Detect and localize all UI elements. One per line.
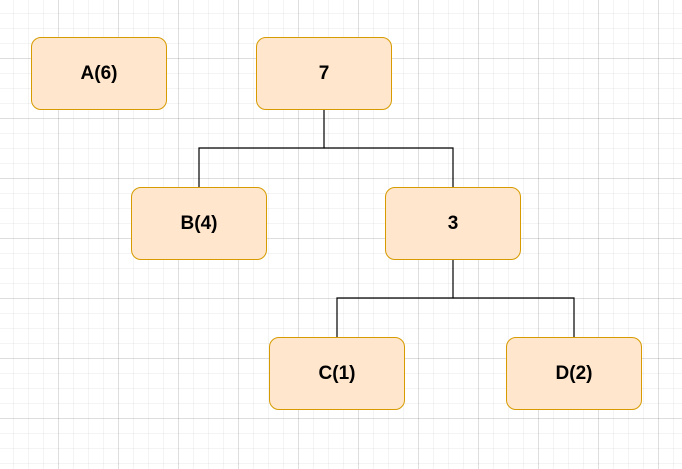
node-d-2[interactable]: D(2) <box>506 337 642 410</box>
node-7[interactable]: 7 <box>256 37 392 110</box>
edge-3-to-c <box>336 260 454 337</box>
node-3[interactable]: 3 <box>385 187 521 260</box>
node-b-4[interactable]: B(4) <box>131 187 267 260</box>
edge-7-to-3 <box>324 147 454 187</box>
node-7-label: 7 <box>318 62 330 84</box>
edge-7-to-b <box>198 110 325 187</box>
node-3-label: 3 <box>447 212 459 234</box>
edge-3-to-d <box>453 297 575 337</box>
node-d-2-label: D(2) <box>555 362 593 384</box>
node-a-6[interactable]: A(6) <box>31 37 167 110</box>
node-a-6-label: A(6) <box>80 62 118 84</box>
node-c-1[interactable]: C(1) <box>269 337 405 410</box>
node-c-1-label: C(1) <box>318 362 356 384</box>
node-b-4-label: B(4) <box>180 212 218 234</box>
